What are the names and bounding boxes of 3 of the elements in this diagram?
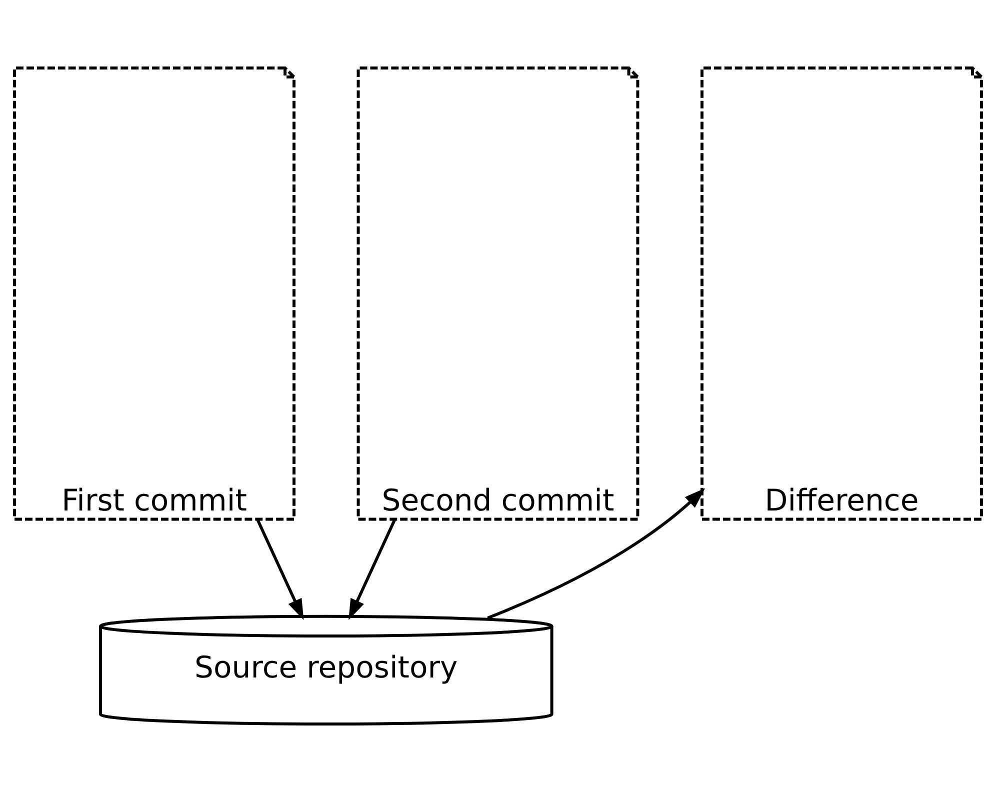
arrow xyxy=(348,518,396,620)
arrow xyxy=(256,518,304,620)
arrow xyxy=(487,488,706,619)
